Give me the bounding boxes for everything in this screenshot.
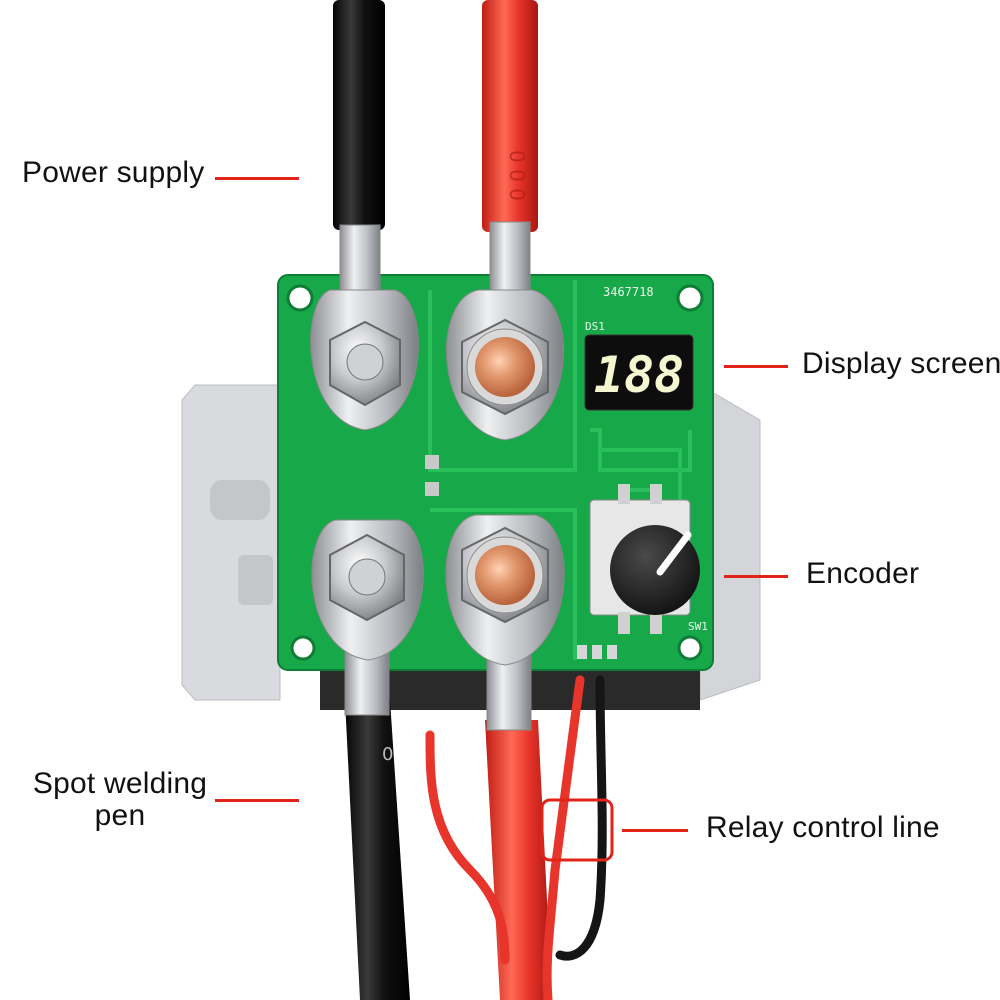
- label-relay-control-line: Relay control line: [706, 811, 940, 844]
- seven-segment-display: 188: [584, 334, 694, 411]
- cable-marking: 0: [382, 744, 393, 765]
- leader-encoder: [724, 575, 788, 578]
- leader-relay-control-line: [622, 829, 688, 832]
- relay-highlight-box: [540, 798, 614, 862]
- switch-ref: SW1: [688, 620, 708, 633]
- relay-wires: [425, 675, 607, 1000]
- terminal-top-left: [310, 224, 419, 431]
- leader-display-screen: [724, 365, 788, 368]
- label-spot-welding-pen-line1: Spot welding: [32, 767, 208, 800]
- power-supply-cables: 0 0 0: [333, 0, 538, 232]
- label-spot-welding-pen-line2: pen: [94, 798, 146, 832]
- svg-text:0 0 0: 0 0 0: [505, 150, 529, 201]
- label-encoder: Encoder: [806, 557, 920, 590]
- leader-power-supply: [215, 177, 299, 180]
- terminal-top-center: [445, 221, 565, 441]
- display-ref: DS1: [585, 320, 605, 333]
- label-power-supply: Power supply: [22, 156, 205, 189]
- terminal-bottom-left: [311, 519, 424, 716]
- rotary-encoder: [589, 484, 700, 634]
- pcb-serial: 3467718: [603, 285, 654, 299]
- display-digits: 188: [594, 346, 684, 404]
- terminal-bottom-center: [445, 514, 565, 731]
- label-display-screen: Display screen: [802, 347, 1000, 380]
- leader-spot-welding-pen: [215, 799, 299, 802]
- label-spot-welding-pen: Spot welding pen: [30, 768, 210, 831]
